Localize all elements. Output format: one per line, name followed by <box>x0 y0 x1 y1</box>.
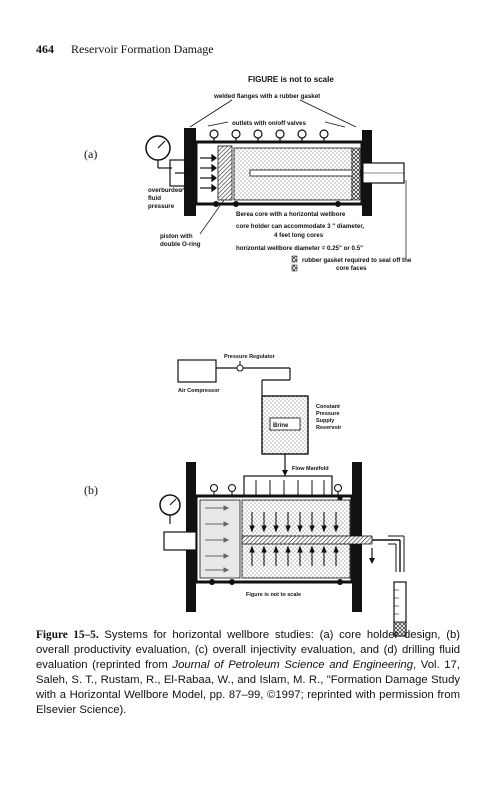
gasket-label-1: rubber gasket required to seal off the <box>302 257 412 264</box>
page-number: 464 <box>36 42 54 56</box>
piston-label-1: piston with <box>160 233 193 240</box>
overburden-label-3: pressure <box>148 203 175 210</box>
panel-b-label: (b) <box>84 483 98 497</box>
journal-name: Journal of Petroleum Science and Enginee… <box>172 659 413 671</box>
running-title: Reservoir Formation Damage <box>71 42 214 56</box>
scale-note-a: FIGURE is not to scale <box>248 75 334 84</box>
scale-note-b: Figure is not to scale <box>246 592 301 598</box>
piston-label-2: double O-ring <box>160 241 201 248</box>
reservoir-label-4: Reservoir <box>316 425 342 431</box>
diameter-label: horizontal wellbore diameter = 0.25" or … <box>236 245 363 252</box>
flow-manifold <box>243 475 333 497</box>
compressor-label: Air Compressor <box>178 388 220 394</box>
holder-label-1: core holder can accommodate 3 " diameter… <box>236 223 364 230</box>
overburden-label-2: fluid <box>148 195 161 202</box>
caption-text-1: Systems for horizontal wellbore studies:… <box>36 629 460 671</box>
core-holder-diagram: FIGURE is not to scale welded flanges wi… <box>145 75 412 272</box>
reservoir-label-1: Constant <box>316 404 340 410</box>
page-header: 464 Reservoir Formation Damage <box>36 42 214 57</box>
figure-caption: Figure 15–5. Systems for horizontal well… <box>36 628 460 718</box>
reservoir-label-3: Supply <box>316 418 335 424</box>
brine-label: Brine <box>273 423 289 429</box>
holder-label-2: 4 feet long cores <box>274 232 324 239</box>
regulator-label: Pressure Regulator <box>224 354 276 360</box>
manifold-label: Flow Manifold <box>292 466 329 472</box>
gasket-label-2: core faces <box>336 265 367 272</box>
panel-a-label: (a) <box>84 147 98 161</box>
air-compressor-box <box>177 359 217 383</box>
flanges-label: welded flanges with a rubber gasket <box>213 93 320 100</box>
reservoir-label-2: Pressure <box>316 411 340 417</box>
productivity-test-diagram: Air Compressor Pressure Regulator Brine … <box>159 354 407 637</box>
overburden-label-1: overburden <box>148 187 182 194</box>
core-label: Berea core with a horizontal wellbore <box>236 211 346 218</box>
figure-label: Figure 15–5. <box>36 629 99 641</box>
outlets-label: outlets with on/off valves <box>232 120 306 127</box>
caption-text-2: , Vol. 17, Saleh, S. T., Rustam, R., El-… <box>36 659 460 716</box>
